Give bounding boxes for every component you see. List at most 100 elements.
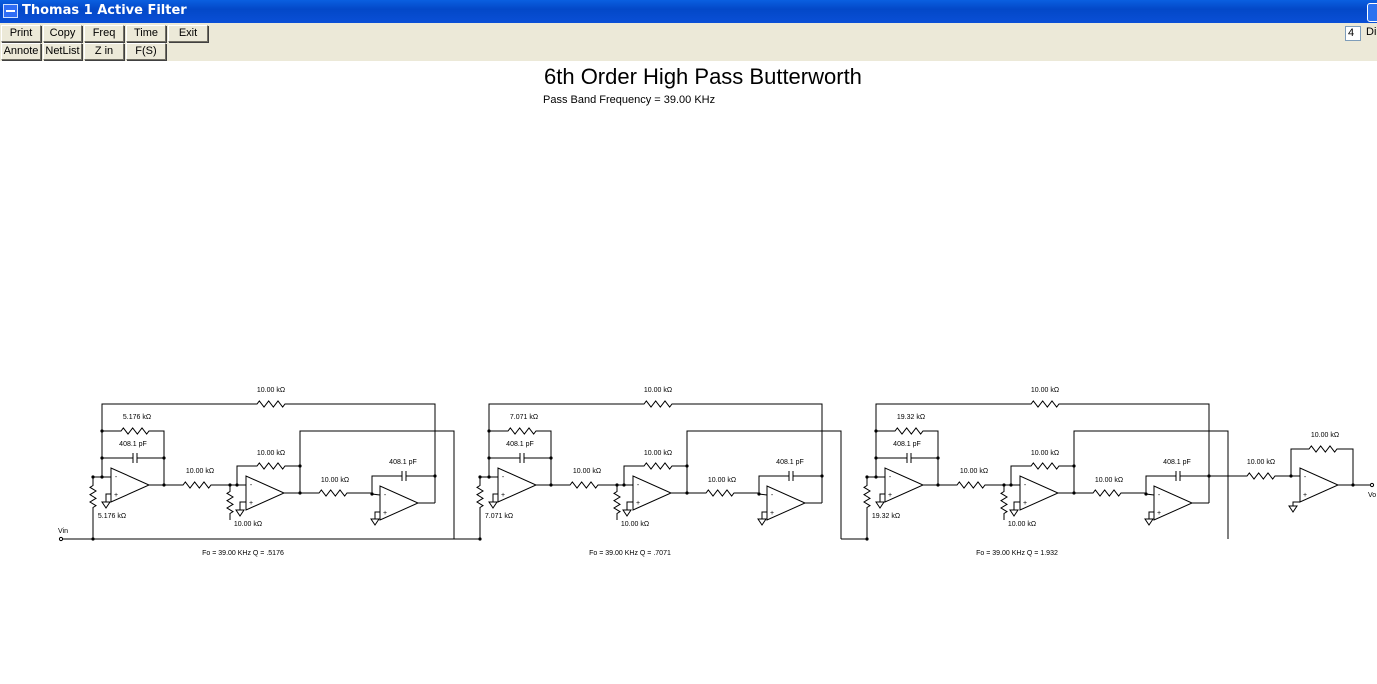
stage-caption: Fo = 39.00 KHz Q = 1.932 [976,550,1058,557]
junction-dot [162,456,166,460]
op-amp-minus: - [115,474,118,481]
annote-button[interactable]: Annote [1,43,41,60]
zin-button[interactable]: Z in [84,43,124,60]
op-amp-minus: - [771,492,774,499]
output-input-resistor-label: 10.00 kΩ [1247,459,1275,466]
integrator-resistor-label: 10.00 kΩ [1095,477,1123,484]
wire [1013,501,1020,510]
output-label: Vo [1368,492,1376,499]
op-amp-plus: + [636,500,640,507]
wire [236,465,254,485]
resistor [567,481,601,489]
inverter-input-resistor-label: 10.00 kΩ [960,468,988,475]
junction-dot [100,456,104,460]
op-amp-minus: - [502,474,505,481]
ground-symbol [101,501,111,509]
wire [299,430,455,539]
ground-symbol [875,501,885,509]
resistor [254,400,288,408]
fs-button[interactable]: F(S) [126,43,166,60]
input-resistor-label: 19.32 kΩ [872,513,900,520]
feedback-resistor-label: 10.00 kΩ [644,387,672,394]
ground-symbol [1009,509,1019,517]
wire [1340,448,1354,485]
digits-input[interactable]: 4 [1345,26,1361,41]
resistor [316,489,350,497]
wire [1145,475,1162,494]
feedback-resistor-label: 10.00 kΩ [257,387,285,394]
op-amp [1153,485,1194,521]
wire [539,430,552,485]
capacitor-label: 408.1 pF [119,441,147,448]
ground-resistor-label: 10.00 kΩ [621,521,649,528]
resistor [641,462,675,470]
input-section: Vin [58,516,868,542]
output-feedback-resistor-label: 10.00 kΩ [1311,432,1339,439]
junction-dot [487,429,491,433]
op-amp-plus: + [501,492,505,499]
print-button[interactable]: Print [1,25,41,42]
wire [879,493,885,502]
junction-dot [549,456,553,460]
wire [807,475,823,503]
integrator-capacitor-label: 408.1 pF [776,459,804,466]
close-window-button[interactable] [1367,3,1377,22]
resistor [863,477,871,516]
junction-dot [433,474,437,478]
ground-symbol [622,509,632,517]
resistor [703,489,737,497]
junction-dot [874,456,878,460]
op-amp-minus: - [384,492,387,499]
junction-dot [936,456,940,460]
wire [623,465,641,485]
junction-dot [487,456,491,460]
op-amp [766,485,807,521]
exit-button[interactable]: Exit [168,25,208,42]
resistor [505,427,539,435]
input-label: Vin [58,528,68,535]
op-amp [884,467,925,503]
inverter-input-resistor-label: 10.00 kΩ [573,468,601,475]
op-amp [245,475,286,511]
toolbar: Print Copy Freq Time Exit Annote NetList… [0,23,1377,61]
filter-title: 6th Order High Pass Butterworth [544,64,862,89]
app-icon[interactable] [3,4,18,18]
wire [686,430,842,539]
op-amp [497,467,538,503]
copy-button[interactable]: Copy [43,25,82,42]
input-resistor-label: 7.071 kΩ [485,513,513,520]
input-terminal [58,536,64,542]
time-button[interactable]: Time [126,25,166,42]
stage-caption: Fo = 39.00 KHz Q = .5176 [202,550,284,557]
wire [1124,492,1155,496]
wire [152,430,165,485]
title-bar: Thomas 1 Active Filter [0,0,1377,23]
resistor [1090,489,1124,497]
resistor [1306,445,1340,453]
op-amp-plus: + [114,492,118,499]
ground-symbol [488,501,498,509]
netlist-button[interactable]: NetList [43,43,82,60]
wire [1148,511,1154,519]
junction-dot [874,429,878,433]
op-amp-plus: + [888,492,892,499]
resistor [1028,400,1062,408]
op-amp-plus: + [249,500,253,507]
wire [239,501,246,510]
integrator-resistor-label: 10.00 kΩ [708,477,736,484]
wire [1290,448,1306,476]
wire [761,511,767,519]
wire [626,501,633,510]
ground-symbol [235,509,245,517]
resistor [1000,485,1008,520]
wire [1194,475,1210,503]
wire [371,475,388,494]
freq-button[interactable]: Freq [84,25,124,42]
ground-resistor-label: 10.00 kΩ [234,521,262,528]
ground-resistor-label: 10.00 kΩ [1008,521,1036,528]
op-amp [379,485,420,521]
wire [420,475,436,503]
resistor [476,477,484,516]
